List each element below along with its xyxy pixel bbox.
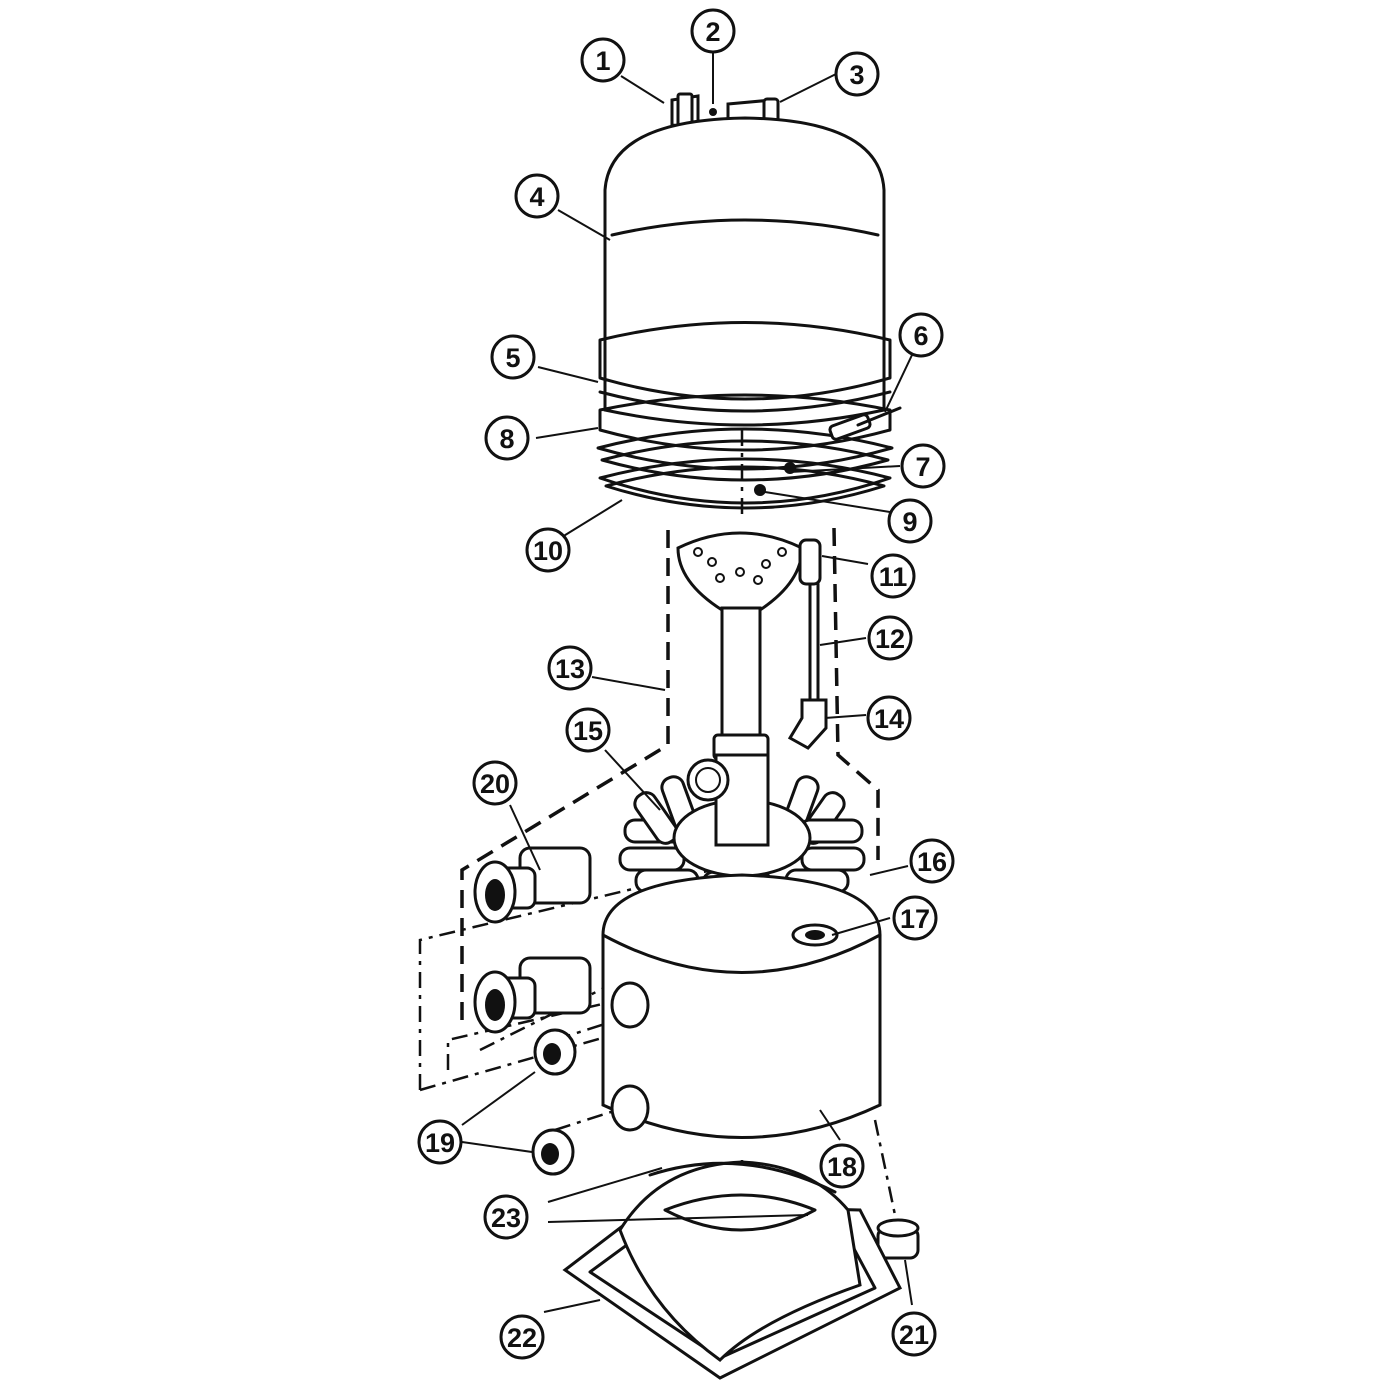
svg-text:21: 21	[899, 1320, 929, 1350]
callout-2: 2	[690, 8, 736, 54]
callout-22: 22	[499, 1314, 545, 1360]
svg-text:17: 17	[900, 904, 930, 934]
callout-20: 20	[472, 760, 518, 806]
inlet-outlet-elements	[473, 846, 920, 1260]
callout-13: 13	[547, 645, 593, 691]
callout-11: 11	[870, 553, 916, 599]
svg-text:8: 8	[499, 424, 514, 454]
svg-text:9: 9	[902, 507, 917, 537]
svg-text:13: 13	[555, 654, 585, 684]
callout-3: 3	[834, 51, 880, 97]
svg-text:1: 1	[595, 46, 610, 76]
svg-text:5: 5	[505, 343, 520, 373]
svg-text:12: 12	[875, 624, 905, 654]
svg-text:11: 11	[879, 562, 908, 592]
svg-text:15: 15	[573, 716, 603, 746]
callout-7: 7	[900, 443, 946, 489]
tank-top	[603, 116, 886, 427]
tank-body	[601, 873, 882, 1139]
callout-15: 15	[565, 707, 611, 753]
callout-10: 10	[525, 527, 571, 573]
svg-text:23: 23	[491, 1203, 521, 1233]
callout-12: 12	[867, 615, 913, 661]
svg-text:7: 7	[915, 452, 930, 482]
svg-text:6: 6	[913, 321, 928, 351]
callout-16: 16	[909, 838, 955, 884]
svg-text:22: 22	[507, 1323, 537, 1353]
callout-23: 23	[483, 1194, 529, 1240]
callout-14: 14	[866, 695, 912, 741]
callout-6: 6	[898, 312, 944, 358]
callout-18: 18	[819, 1143, 865, 1189]
svg-text:2: 2	[705, 17, 720, 47]
callout-4: 4	[514, 173, 560, 219]
callout-17: 17	[892, 895, 938, 941]
svg-text:20: 20	[480, 769, 510, 799]
leader-lines	[461, 50, 913, 1313]
callout-19: 19	[417, 1119, 463, 1165]
callout-21: 21	[891, 1311, 937, 1357]
svg-text:16: 16	[917, 847, 947, 877]
svg-text:14: 14	[874, 704, 904, 734]
svg-text:18: 18	[827, 1152, 857, 1182]
base-stand	[562, 1160, 903, 1380]
callout-8: 8	[484, 415, 530, 461]
svg-text:4: 4	[529, 182, 544, 212]
callout-5: 5	[490, 334, 536, 380]
svg-text:3: 3	[849, 60, 864, 90]
callout-9: 9	[887, 498, 933, 544]
clamp-rings	[596, 321, 902, 510]
svg-text:19: 19	[425, 1128, 455, 1158]
svg-text:10: 10	[533, 536, 563, 566]
callout-1: 1	[580, 37, 626, 83]
manifold-standpipe	[676, 531, 828, 761]
